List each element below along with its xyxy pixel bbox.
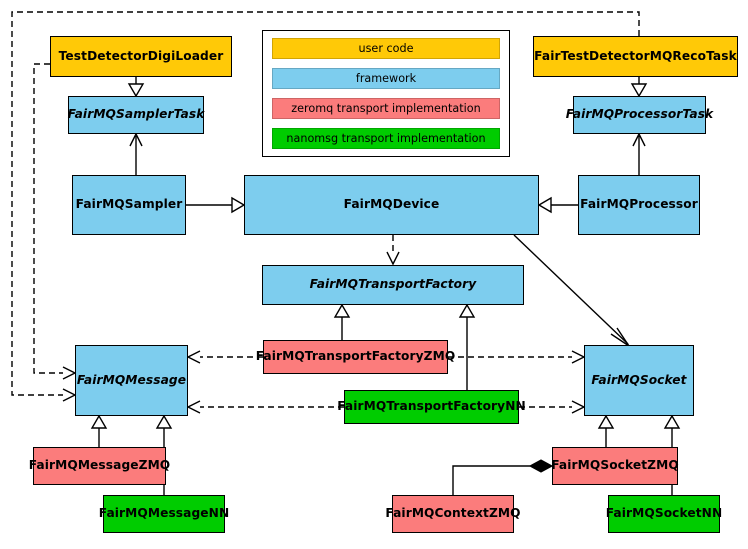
legend-label-zeromq: zeromq transport implementation (291, 102, 481, 115)
legend-label-framework: framework (355, 72, 417, 85)
edge-sampler-to-device (186, 196, 246, 214)
class-node-label: FairMQSocketNN (605, 506, 723, 521)
class-node-label: FairMQMessageZMQ (28, 458, 171, 473)
class-node-label: FairMQContextZMQ (385, 506, 521, 521)
legend-item-zeromq: zeromq transport implementation (272, 98, 500, 119)
class-node-FairMQMessageZMQ[interactable]: FairMQMessageZMQ (29, 447, 170, 485)
class-node-label: TestDetectorDigiLoader (58, 48, 224, 63)
class-node-FairMQSocket[interactable]: FairMQSocket (584, 345, 694, 416)
class-node-FairTestDetectorMQRecoTask[interactable]: FairTestDetectorMQRecoTask (533, 36, 738, 77)
legend-item-nanomsg: nanomsg transport implementation (272, 128, 500, 149)
class-node-FairMQMessage[interactable]: FairMQMessage (75, 345, 188, 416)
class-node-label: FairMQSamplerTask (67, 107, 205, 122)
class-node-TestDetectorDigiLoader[interactable]: TestDetectorDigiLoader (50, 36, 232, 77)
class-node-FairMQSocketNN[interactable]: FairMQSocketNN (605, 495, 723, 533)
edge-socketzmq-to-socket (597, 414, 615, 447)
edge-transportfactorynn-to-message (186, 400, 344, 414)
class-node-FairMQMessageNN[interactable]: FairMQMessageNN (99, 495, 229, 533)
legend-item-user-code: user code (272, 38, 500, 59)
class-node-label: FairMQMessage (76, 372, 187, 387)
edge-digiloader-to-samplertask (127, 77, 145, 98)
class-node-label: FairMQProcessorTask (565, 107, 714, 122)
edge-recotask-to-processortask (630, 77, 648, 98)
legend-box: user code framework zeromq transport imp… (262, 30, 510, 157)
edge-processor-to-processortask (632, 132, 646, 175)
class-node-FairMQContextZMQ[interactable]: FairMQContextZMQ (385, 495, 521, 533)
edge-transportfactorynn-to-socket (519, 400, 586, 414)
class-node-FairMQTransportFactoryZMQ[interactable]: FairMQTransportFactoryZMQ (256, 340, 455, 374)
edge-device-to-socket (513, 234, 630, 347)
edge-sampler-to-samplertask (129, 132, 143, 175)
class-node-FairMQProcessor[interactable]: FairMQProcessor (578, 175, 700, 235)
legend-label-nanomsg: nanomsg transport implementation (286, 132, 486, 145)
class-node-label: FairMQDevice (343, 197, 440, 212)
edge-transportfactoryzmq-to-socket (448, 350, 586, 364)
class-node-label: FairMQTransportFactory (309, 277, 477, 292)
class-node-FairMQDevice[interactable]: FairMQDevice (244, 175, 539, 235)
class-node-FairMQSocketZMQ[interactable]: FairMQSocketZMQ (551, 447, 679, 485)
class-node-FairMQTransportFactoryNN[interactable]: FairMQTransportFactoryNN (337, 390, 526, 424)
edge-transportfactorynn-to-transportfactory (458, 303, 476, 390)
class-node-label: FairMQTransportFactoryNN (337, 399, 526, 414)
class-node-label: FairMQSocketZMQ (551, 458, 679, 473)
legend-item-framework: framework (272, 68, 500, 89)
legend-label-user-code: user code (358, 42, 414, 55)
edge-socketzmq-composes-contextzmq (452, 459, 554, 495)
class-node-label: FairMQTransportFactoryZMQ (255, 349, 456, 364)
class-node-FairMQProcessorTask[interactable]: FairMQProcessorTask (566, 96, 713, 134)
class-node-label: FairMQMessageNN (98, 506, 230, 521)
class-node-FairMQTransportFactory[interactable]: FairMQTransportFactory (262, 265, 524, 305)
edge-device-to-transportfactory (386, 235, 400, 266)
class-node-label: FairMQSocket (591, 372, 687, 387)
class-node-label: FairTestDetectorMQRecoTask (534, 48, 737, 63)
edge-transportfactoryzmq-to-message (186, 350, 263, 364)
class-node-FairMQSamplerTask[interactable]: FairMQSamplerTask (68, 96, 204, 134)
edge-processor-to-device (537, 196, 578, 214)
edge-messagezmq-to-message (90, 414, 108, 447)
class-node-label: FairMQSampler (75, 197, 183, 212)
class-node-FairMQSampler[interactable]: FairMQSampler (72, 175, 186, 235)
edge-transportfactoryzmq-to-transportfactory (333, 303, 351, 340)
class-node-label: FairMQProcessor (580, 197, 698, 212)
